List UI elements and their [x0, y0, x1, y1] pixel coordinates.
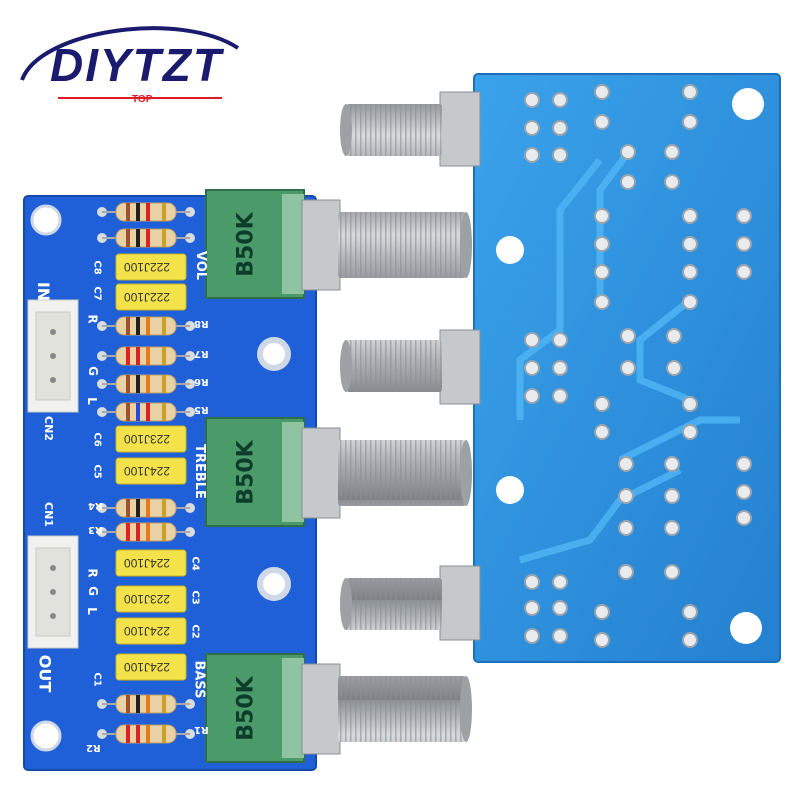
capacitor [115, 283, 187, 311]
resistors [102, 202, 190, 744]
capacitor [115, 617, 187, 645]
capacitor [115, 653, 187, 681]
silk-c7: C7 [91, 286, 103, 301]
connector-cn1 [27, 535, 79, 649]
silk-r5: R5 [194, 404, 209, 415]
silk-c4: C4 [189, 556, 201, 571]
silk-c6: C6 [91, 432, 103, 447]
silk-bass: BASS [191, 660, 207, 699]
logo-swoosh [20, 26, 240, 99]
capacitors [115, 253, 187, 681]
pot-treble [205, 417, 472, 527]
silk-r2: R2 [86, 742, 101, 753]
capacitor-label: 222J100 [124, 290, 171, 304]
capacitor-label: 224J100 [124, 556, 171, 570]
brand-subtitle: TOP [132, 94, 153, 105]
silk-r1: R1 [194, 724, 209, 735]
silk-r-top: R [85, 314, 100, 324]
capacitor [115, 549, 187, 577]
silk-g-top: G [85, 366, 100, 376]
pot-label-vol: B50K [233, 212, 259, 277]
capacitor [115, 457, 187, 485]
pot-label-treble: B50K [233, 440, 259, 505]
connector-cn2 [27, 299, 79, 413]
silk-l-top: L [84, 397, 99, 405]
silk-c8: C8 [91, 260, 103, 275]
silk-c5: C5 [91, 464, 103, 479]
silk-r6: R6 [194, 376, 209, 387]
capacitor-label: 224J100 [124, 624, 171, 638]
capacitor [115, 425, 187, 453]
back-pot-shafts [340, 91, 481, 641]
back-pcb [473, 73, 781, 663]
silk-vol: VOL [193, 250, 209, 281]
resistor [102, 202, 190, 222]
silk-g-bottom: G [85, 586, 100, 596]
silk-r4: R4 [88, 500, 103, 511]
brand-name: DIYTZT [50, 39, 223, 91]
silk-r7: R7 [194, 348, 209, 359]
silk-c2: C2 [189, 624, 201, 639]
silk-r8: R8 [194, 318, 209, 329]
resistor [102, 724, 190, 744]
silk-out: OUT [35, 654, 55, 693]
silk-in: IN [34, 281, 54, 302]
resistor [102, 498, 190, 518]
resistor [102, 316, 190, 336]
silk-r-bottom: R [85, 568, 100, 578]
pot-vol [205, 189, 472, 299]
capacitor-label: 223J100 [124, 592, 171, 606]
pot-bass [205, 653, 472, 763]
pot-label-bass: B50K [233, 676, 259, 741]
resistor [102, 402, 190, 422]
silk-l-bottom: L [84, 607, 99, 615]
capacitor-label: 222J100 [124, 260, 171, 274]
resistor [102, 522, 190, 542]
capacitor-label: 224J100 [124, 660, 171, 674]
capacitor-label: 224J100 [124, 464, 171, 478]
silk-c1: C1 [91, 672, 103, 687]
resistor [102, 346, 190, 366]
silk-treble: TREBLE [191, 444, 207, 499]
resistor [102, 228, 190, 248]
silk-r3: R3 [88, 524, 103, 535]
capacitor [115, 585, 187, 613]
silk-cn2: CN2 [41, 416, 55, 441]
silk-c3: C3 [189, 590, 201, 605]
resistor [102, 374, 190, 394]
silk-cn1: CN1 [41, 502, 55, 527]
brand-logo: DIYTZT TOP [8, 18, 240, 110]
resistor [102, 694, 190, 714]
capacitor-label: 223J100 [124, 432, 171, 446]
capacitor [115, 253, 187, 281]
